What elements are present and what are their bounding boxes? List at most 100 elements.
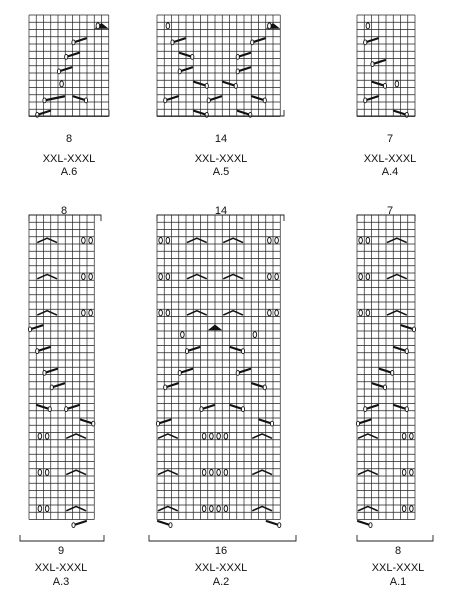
a6-chart-name: A.6 bbox=[60, 166, 78, 178]
a2-yarn-over-symbol bbox=[267, 309, 272, 317]
a1-yarn-over-symbol bbox=[358, 273, 363, 281]
a3-yarn-over-symbol bbox=[37, 505, 43, 513]
a2-double-decrease-symbol bbox=[222, 273, 244, 280]
a1-yarn-over-symbol bbox=[365, 273, 371, 281]
a6-yarn-over-symbol bbox=[64, 54, 69, 60]
a1-yarn-over-symbol bbox=[358, 236, 363, 244]
a2-double-decrease-symbol bbox=[222, 309, 244, 316]
a2-yarn-over-symbol bbox=[267, 273, 272, 281]
a3-yarn-over-symbol bbox=[44, 468, 50, 476]
a6-size-label: XXL-XXXL bbox=[42, 153, 96, 165]
a5-size-label: XXL-XXXL bbox=[194, 153, 248, 165]
a2-yarn-over-symbol bbox=[277, 522, 282, 528]
a2-double-decrease-symbol bbox=[222, 237, 244, 244]
a6-decrease-symbol bbox=[72, 95, 88, 102]
a5-chart-name: A.5 bbox=[212, 166, 230, 178]
a4-yarn-over-symbol bbox=[370, 61, 375, 67]
a2-double-decrease-symbol bbox=[186, 237, 208, 244]
a2-yarn-over-symbol bbox=[216, 432, 221, 440]
a2-yarn-over-symbol bbox=[165, 273, 171, 281]
a1-grid bbox=[356, 214, 416, 520]
a2-decrease-symbol bbox=[251, 382, 266, 389]
a2-yarn-over-symbol bbox=[209, 432, 214, 440]
a5-decrease-symbol bbox=[171, 37, 187, 44]
a3-yarn-over-symbol bbox=[35, 348, 40, 354]
a4-yarn-over-symbol bbox=[382, 83, 388, 89]
a2-yarn-over-symbol bbox=[158, 236, 163, 244]
a3-double-decrease-symbol bbox=[36, 309, 58, 316]
a5-yarn-over-symbol bbox=[204, 112, 209, 118]
a3-yarn-over-symbol bbox=[88, 236, 93, 244]
a2-yarn-over-symbol bbox=[201, 505, 207, 513]
a3-yarn-over-symbol bbox=[37, 468, 43, 476]
a3-decrease-symbol bbox=[43, 367, 59, 374]
a2-yarn-over-symbol bbox=[252, 331, 258, 339]
a1-stitch-count: 8 bbox=[394, 545, 402, 557]
a5-yarn-over-symbol bbox=[233, 83, 238, 89]
a1-decrease-symbol bbox=[400, 324, 416, 331]
a3-top-count: 8 bbox=[60, 205, 68, 217]
a1-decrease-symbol bbox=[378, 367, 394, 374]
a1-decrease-symbol bbox=[356, 418, 372, 425]
a2-yarn-over-symbol bbox=[184, 348, 190, 354]
a1-top-count: 7 bbox=[386, 205, 394, 217]
a2-double-decrease-symbol bbox=[186, 309, 208, 316]
a4-decrease-symbol bbox=[364, 95, 379, 102]
a1-yarn-over-symbol bbox=[409, 468, 414, 476]
a6-yarn-over-symbol bbox=[59, 80, 64, 88]
a2-decrease-symbol bbox=[156, 520, 172, 527]
a5-bracket bbox=[156, 110, 285, 117]
a1-yarn-over-symbol bbox=[404, 406, 409, 412]
a2-decrease-symbol bbox=[156, 418, 172, 425]
a2-yarn-over-symbol bbox=[180, 331, 185, 339]
a3-yarn-over-symbol bbox=[49, 384, 54, 391]
a5-yarn-over-symbol bbox=[170, 39, 175, 46]
a2-bracket bbox=[156, 214, 285, 221]
a2-yarn-over-symbol bbox=[158, 273, 163, 281]
a2-decrease-symbol bbox=[229, 404, 245, 411]
a2-yarn-over-symbol bbox=[209, 505, 214, 513]
a4-decrease-symbol bbox=[364, 37, 379, 44]
a1-decrease-symbol bbox=[393, 404, 408, 411]
a4-yarn-over-symbol bbox=[363, 39, 368, 46]
a2-yarn-over-symbol bbox=[201, 432, 207, 440]
a3-yarn-over-symbol bbox=[88, 273, 93, 281]
a4-size-label: XXL-XXXL bbox=[363, 153, 417, 165]
a5-decrease-symbol bbox=[178, 51, 194, 58]
a2-grid bbox=[156, 214, 281, 520]
a2-double-decrease-symbol bbox=[251, 469, 273, 476]
a2-top-count: 14 bbox=[214, 205, 228, 217]
a4-yarn-over-symbol bbox=[365, 22, 371, 30]
a1-yarn-over-symbol bbox=[404, 348, 409, 354]
a2-yarn-over-symbol bbox=[163, 384, 168, 391]
a6-decrease-symbol bbox=[72, 37, 88, 44]
a2-yarn-over-symbol bbox=[223, 432, 229, 440]
a5-decrease-symbol bbox=[193, 109, 208, 116]
a2-yarn-over-symbol bbox=[223, 468, 229, 476]
a3-decrease-symbol bbox=[50, 382, 66, 389]
a3-decrease-symbol bbox=[36, 404, 51, 411]
a2-double-decrease-symbol bbox=[157, 469, 179, 476]
a3-double-decrease-symbol bbox=[65, 505, 87, 512]
a3-yarn-over-symbol bbox=[81, 309, 86, 317]
a1-yarn-over-symbol bbox=[401, 505, 407, 513]
a2-decrease-symbol bbox=[178, 367, 194, 374]
a6-decrease-symbol bbox=[43, 95, 66, 102]
a1-yarn-over-symbol bbox=[355, 420, 361, 427]
a5-decrease-symbol bbox=[251, 37, 266, 44]
a4-chart-name: A.4 bbox=[381, 166, 399, 178]
a3-yarn-over-symbol bbox=[37, 432, 43, 440]
a1-size-label: XXL-XXXL bbox=[371, 562, 425, 574]
a6-decrease-symbol bbox=[57, 66, 73, 73]
a1-double-decrease-symbol bbox=[357, 505, 379, 512]
a5-decrease-symbol bbox=[193, 80, 208, 87]
a1-bracket bbox=[356, 214, 416, 221]
a6-stitch-count: 8 bbox=[65, 133, 73, 145]
a2-size-label: XXL-XXXL bbox=[194, 562, 248, 574]
a2-decrease-symbol bbox=[185, 346, 201, 353]
a2-yarn-over-symbol bbox=[269, 420, 275, 427]
a5-decrease-symbol bbox=[222, 80, 237, 87]
a1-yarn-over-symbol bbox=[390, 370, 395, 376]
a5-yarn-over-symbol bbox=[165, 22, 171, 30]
